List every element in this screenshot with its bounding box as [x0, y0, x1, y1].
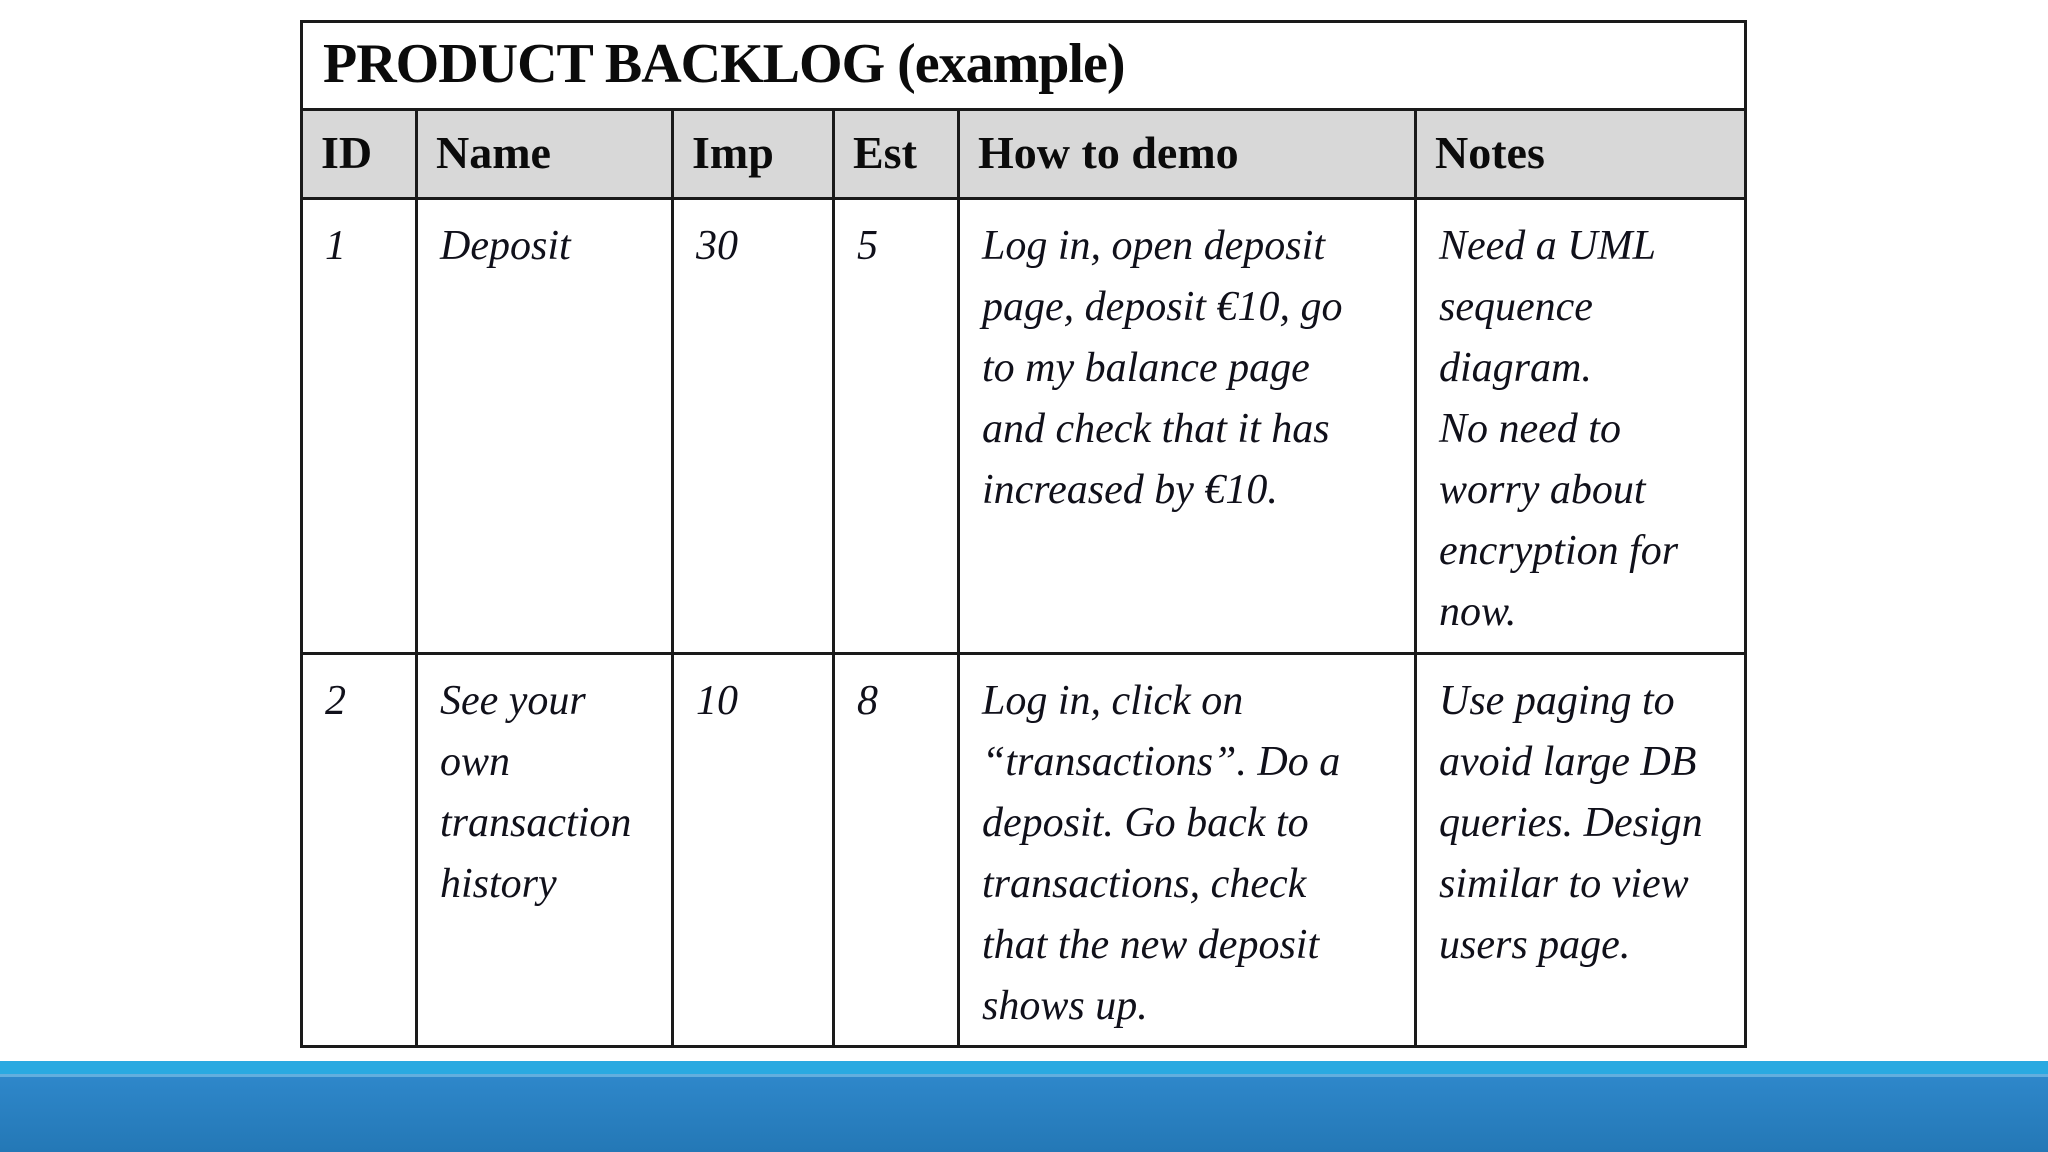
table-header-row: ID Name Imp Est How to demo Notes — [300, 108, 1748, 200]
cell-notes: Use paging to avoid large DB queries. De… — [1413, 652, 1748, 1048]
column-header-est: Est — [832, 108, 960, 200]
footer-accent-strip — [0, 1061, 2048, 1074]
column-header-how-to-demo: How to demo — [957, 108, 1417, 200]
table-row: 1 Deposit 30 5 Log in, open deposit page… — [300, 197, 1748, 655]
column-header-id: ID — [300, 108, 418, 200]
cell-name: See your own transaction history — [415, 652, 674, 1048]
cell-est: 5 — [832, 197, 960, 655]
column-header-name: Name — [415, 108, 674, 200]
cell-imp: 10 — [671, 652, 835, 1048]
column-header-notes: Notes — [1413, 108, 1748, 200]
cell-id: 1 — [300, 197, 418, 655]
cell-name: Deposit — [415, 197, 674, 655]
cell-id: 2 — [300, 652, 418, 1048]
table-row: 2 See your own transaction history 10 8 … — [300, 652, 1748, 1048]
column-header-imp: Imp — [671, 108, 835, 200]
cell-est: 8 — [832, 652, 960, 1048]
cell-imp: 30 — [671, 197, 835, 655]
cell-how-to-demo: Log in, open deposit page, deposit €10, … — [957, 197, 1417, 655]
table-title: PRODUCT BACKLOG (example) — [299, 20, 1748, 111]
footer-bar — [0, 1061, 2048, 1152]
cell-notes: Need a UML sequence diagram. No need to … — [1413, 197, 1748, 655]
cell-how-to-demo: Log in, click on “transactions”. Do a de… — [957, 652, 1417, 1048]
footer-main-bar — [0, 1074, 2048, 1152]
table-title-row: PRODUCT BACKLOG (example) — [299, 20, 1748, 111]
product-backlog-table: PRODUCT BACKLOG (example) ID Name Imp Es… — [299, 20, 1748, 1048]
